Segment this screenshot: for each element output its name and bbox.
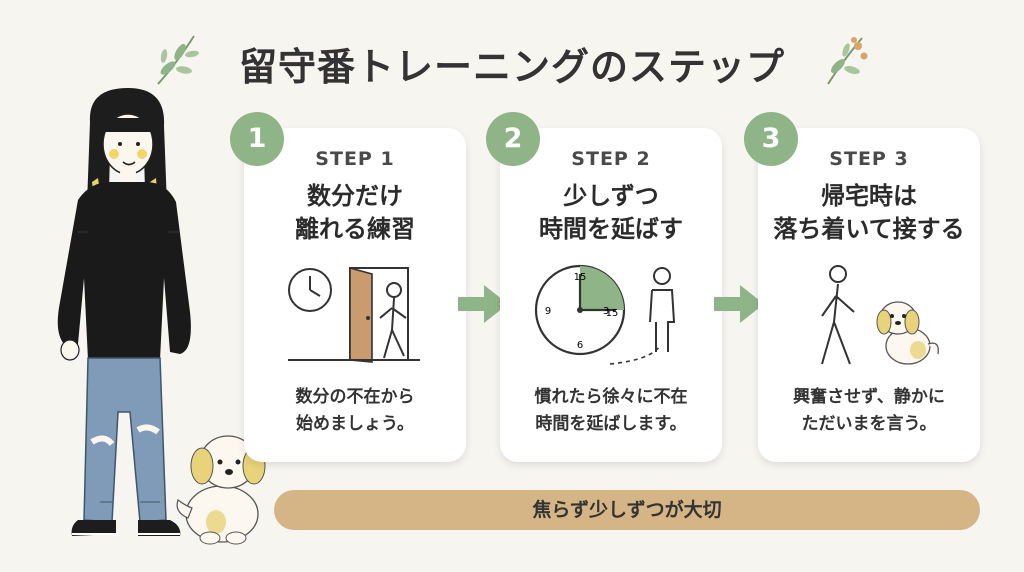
person-standing-icon bbox=[649, 267, 676, 352]
step-title-line: 少しずつ bbox=[563, 182, 659, 210]
clock-label: 15 bbox=[574, 272, 587, 283]
small-dog-icon bbox=[876, 301, 939, 365]
clock-label: 6 bbox=[577, 340, 583, 351]
step-description: 数分の不在から 始めましょう。 bbox=[244, 384, 466, 438]
clock-label: 15 bbox=[606, 308, 619, 319]
step-title: 数分だけ 離れる練習 bbox=[244, 180, 466, 246]
step-title-line: 落ち着いて接する bbox=[773, 215, 965, 243]
key-message-banner: 焦らず少しずつが大切 bbox=[274, 490, 980, 530]
clock-time-illustration: 15 3 6 9 15 bbox=[534, 264, 676, 365]
person-walking-icon bbox=[379, 282, 407, 359]
step-description-line: 始めましょう。 bbox=[296, 414, 414, 434]
leaf-sprig-left-icon bbox=[157, 35, 199, 85]
step-description-line: 数分の不在から bbox=[295, 387, 415, 407]
step-label: STEP 2 bbox=[571, 148, 651, 170]
leaf-sprig-right-icon bbox=[827, 37, 868, 85]
arrow-right-icon bbox=[714, 285, 764, 323]
step-number-badge: 3 bbox=[744, 112, 798, 166]
dog-sitting-icon bbox=[176, 435, 266, 545]
step-label: STEP 1 bbox=[315, 148, 395, 170]
step-description: 慣れたら徐々に不在 時間を延ばします。 bbox=[500, 384, 722, 438]
step-title-line: 時間を延ばす bbox=[539, 215, 683, 243]
step-description-line: 時間を延ばします。 bbox=[535, 414, 687, 434]
step-card-1: 1 STEP 1 数分だけ 離れる練習 数分の不在から 始めましょう。 bbox=[230, 112, 466, 462]
arrow-right-icon bbox=[458, 285, 508, 323]
greeting-dog-illustration bbox=[821, 265, 939, 365]
step-label: STEP 3 bbox=[829, 148, 909, 170]
step-card-3: 3 STEP 3 帰宅時は 落ち着いて接する 興奮させず、静かに ただいまを言う… bbox=[744, 112, 980, 462]
clock-icon: 15 3 6 9 15 bbox=[534, 264, 626, 356]
step-title-line: 帰宅時は bbox=[821, 182, 917, 210]
step-description: 興奮させず、静かに ただいまを言う。 bbox=[758, 384, 980, 438]
step-description-line: 興奮させず、静かに bbox=[793, 387, 945, 407]
step-number-badge: 2 bbox=[486, 112, 540, 166]
girl-illustration-icon bbox=[57, 88, 191, 536]
wall-clock-icon bbox=[288, 268, 332, 312]
step-card-2: 2 STEP 2 少しずつ 時間を延ばす 15 3 6 9 15 慣れたら徐々に… bbox=[486, 112, 722, 462]
step-title-line: 離れる練習 bbox=[295, 215, 415, 243]
leaving-door-illustration bbox=[288, 266, 420, 363]
step-description-line: 慣れたら徐々に不在 bbox=[534, 387, 688, 407]
step-number-badge: 1 bbox=[230, 112, 284, 166]
clock-label: 9 bbox=[545, 306, 551, 317]
step-description-line: ただいまを言う。 bbox=[801, 414, 937, 434]
step-title: 少しずつ 時間を延ばす bbox=[500, 180, 722, 246]
page-title: 留守番トレーニングのステップ bbox=[238, 45, 785, 89]
step-title-line: 数分だけ bbox=[307, 182, 403, 210]
step-title: 帰宅時は 落ち着いて接する bbox=[758, 180, 980, 246]
clock-label: 3 bbox=[603, 306, 609, 317]
person-walking-icon bbox=[821, 265, 855, 365]
